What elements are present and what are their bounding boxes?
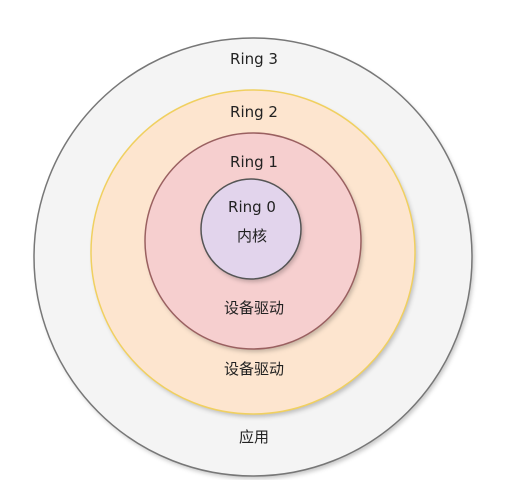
ring-1-outline [144, 132, 362, 350]
ring-2-title: Ring 2 [230, 103, 278, 121]
ring-3-title: Ring 3 [230, 50, 278, 68]
ring-0-label: 内核 [237, 227, 267, 245]
ring-0-outline [200, 178, 302, 280]
ring-3-label: 应用 [239, 428, 269, 446]
ring-0-circle [201, 179, 301, 279]
ring-2-label: 设备驱动 [224, 360, 284, 378]
ring-1-label: 设备驱动 [224, 299, 284, 317]
ring-1-title: Ring 1 [230, 153, 278, 171]
ring-0-title: Ring 0 [228, 198, 276, 216]
ring-2-outline [90, 89, 416, 415]
ring-3-outline [33, 37, 473, 477]
